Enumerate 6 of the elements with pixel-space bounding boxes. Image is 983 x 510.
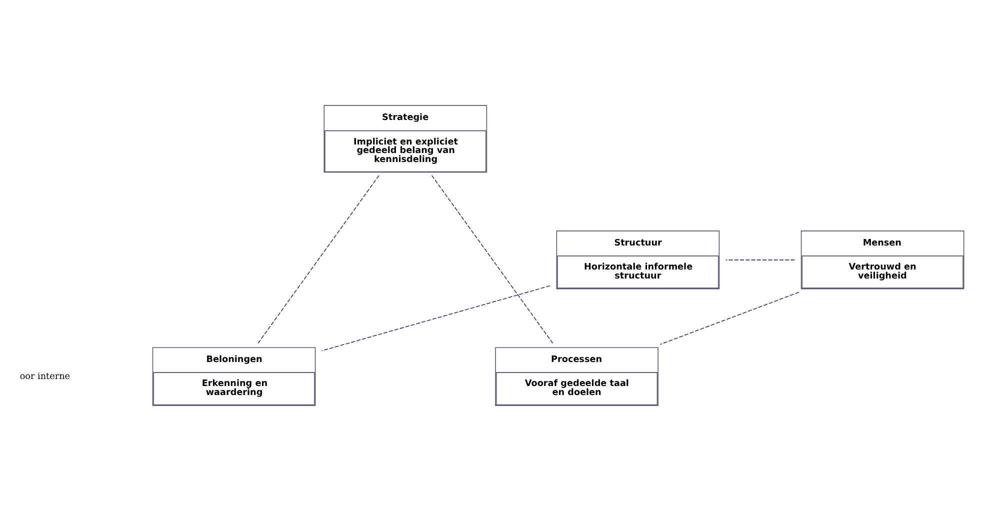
connector: [257, 174, 380, 344]
connector: [431, 174, 554, 344]
connector: [660, 291, 800, 344]
connector: [321, 284, 550, 351]
connector: [725, 259, 796, 260]
label: oor interne: [20, 371, 70, 382]
